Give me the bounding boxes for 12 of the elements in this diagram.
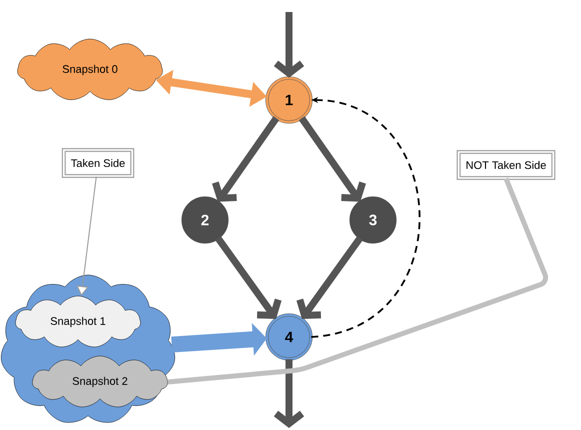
- block-arrow: [296, 236, 363, 319]
- block-arrow: [215, 236, 282, 319]
- side-label-box: NOT Taken Side: [456, 150, 556, 180]
- block-arrow: [298, 116, 366, 202]
- block-arrow: [274, 12, 304, 78]
- snapshot-cloud: Snapshot 2: [32, 356, 168, 408]
- pipe-line: [168, 178, 548, 384]
- block-arrow: [212, 116, 280, 202]
- snapshot-cloud: Snapshot 1: [15, 296, 141, 348]
- block-arrow: [274, 359, 304, 428]
- snapshot-cloud: Snapshot 0: [17, 38, 163, 100]
- side-label-box: Taken Side: [62, 148, 134, 178]
